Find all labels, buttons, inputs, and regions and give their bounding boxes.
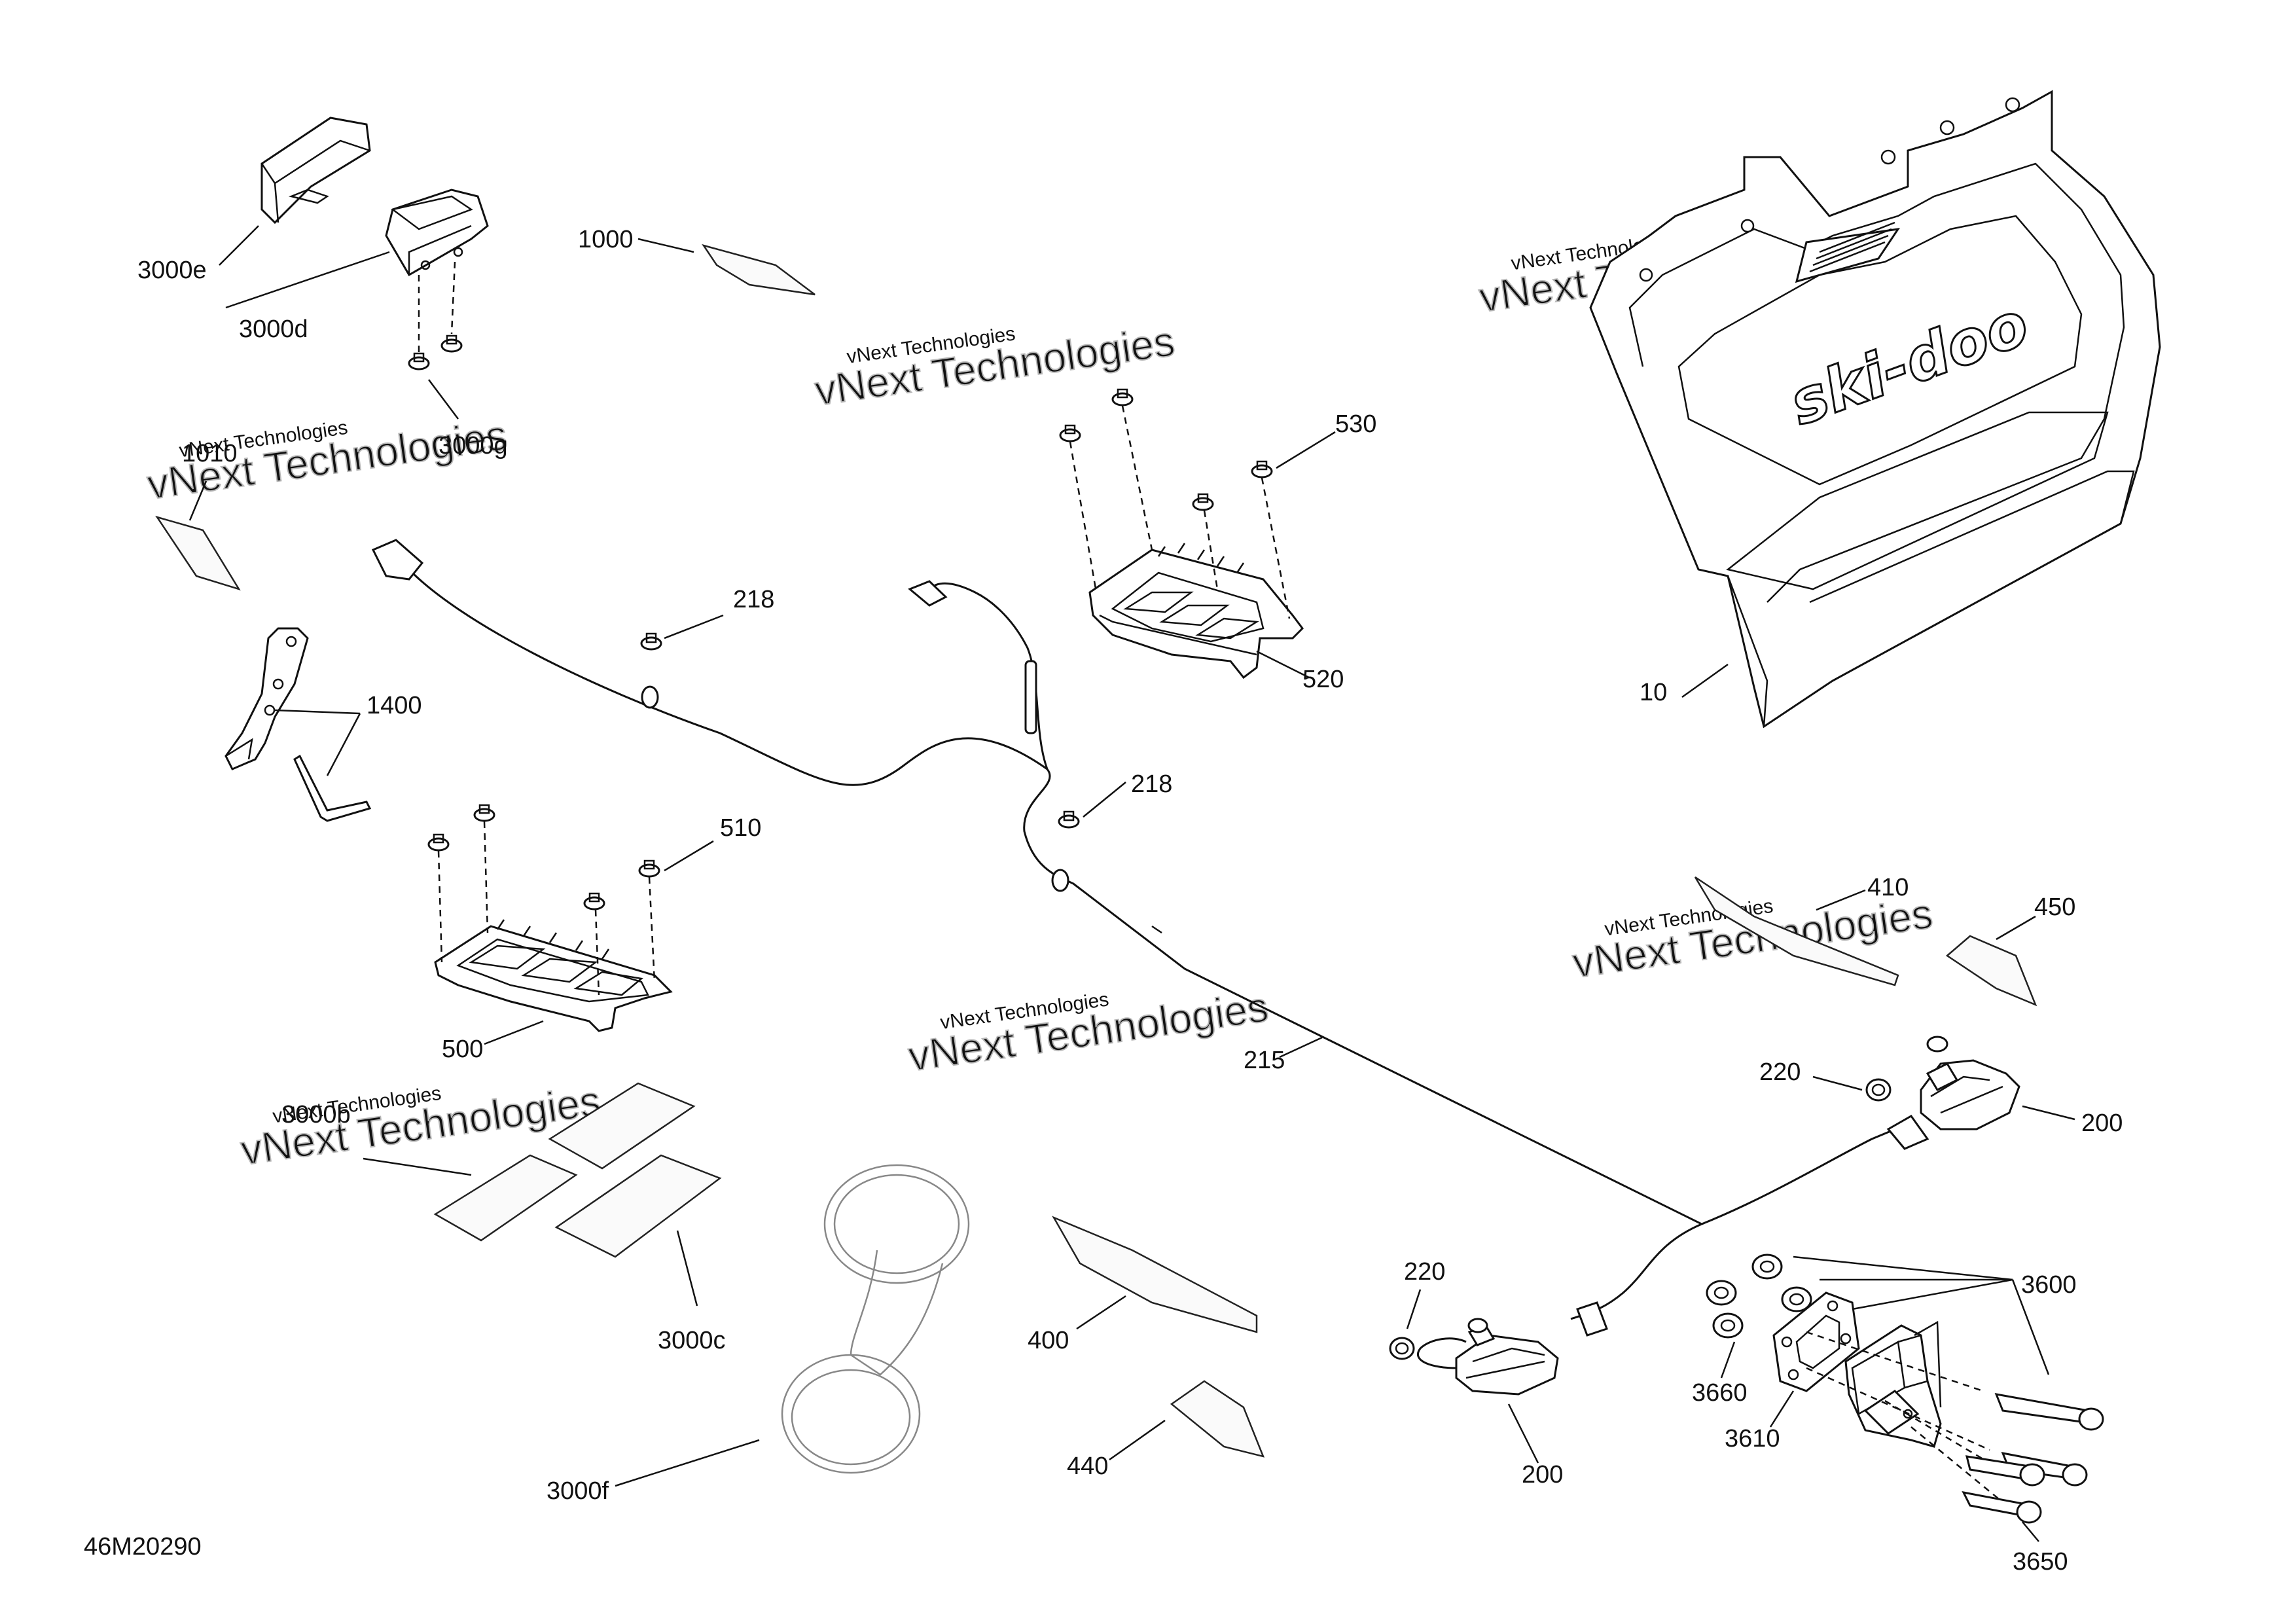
part-220-bushing[interactable] <box>1865 1078 1892 1102</box>
part-10-front-cover[interactable]: ski-doo <box>1589 90 2161 729</box>
part-200-light-right[interactable] <box>1920 1036 2020 1130</box>
part-1000-decal[interactable] <box>702 244 816 296</box>
part-440-decal[interactable] <box>1170 1380 1265 1458</box>
callout-3000c[interactable]: 3000c <box>658 1327 726 1354</box>
callout-10[interactable]: 10 <box>1640 679 1667 706</box>
callout-3000g[interactable]: 3000g <box>439 432 508 460</box>
part-3000f-ball-hitch[interactable] <box>781 1164 970 1474</box>
part-1400-tool-kit[interactable] <box>224 627 372 822</box>
callout-3600[interactable]: 3600 <box>2021 1271 2077 1299</box>
part-200-light-left[interactable] <box>1417 1318 1559 1396</box>
callout-218[interactable]: 218 <box>733 586 774 613</box>
callout-520[interactable]: 520 <box>1302 666 1344 693</box>
callout-1000[interactable]: 1000 <box>578 226 634 253</box>
callout-1400[interactable]: 1400 <box>367 692 422 719</box>
part-3000g-screws[interactable] <box>408 261 463 370</box>
figure-code: 46M20290 <box>84 1533 202 1561</box>
part-510-screws[interactable] <box>427 804 660 996</box>
part-220-bushing[interactable] <box>1389 1337 1415 1360</box>
callout-510[interactable]: 510 <box>720 814 761 842</box>
callout-220[interactable]: 220 <box>1759 1058 1801 1086</box>
part-500-mounting-plate[interactable] <box>434 919 673 1032</box>
callout-3650[interactable]: 3650 <box>2013 1548 2068 1576</box>
callout-218[interactable]: 218 <box>1131 770 1172 798</box>
leader-lines <box>188 225 2075 1542</box>
callout-3000b[interactable]: 3000b <box>281 1101 351 1128</box>
part-400-decal[interactable] <box>1052 1216 1258 1333</box>
part-215-wiring-harness[interactable] <box>371 539 1929 1337</box>
callout-3000e[interactable]: 3000e <box>137 257 207 284</box>
callout-410[interactable]: 410 <box>1867 874 1909 901</box>
part-3610-backing-plate[interactable] <box>1772 1291 1860 1392</box>
callout-500[interactable]: 500 <box>442 1036 483 1063</box>
part-3000b-pads[interactable] <box>433 1082 696 1242</box>
part-218-grommet[interactable] <box>1058 810 1080 829</box>
part-3650-receiver-tube[interactable] <box>1806 1320 2003 1503</box>
callout-3610[interactable]: 3610 <box>1725 1425 1780 1453</box>
part-450-decal[interactable] <box>1945 935 2037 1007</box>
callout-220[interactable]: 220 <box>1404 1258 1445 1286</box>
callout-215[interactable]: 215 <box>1244 1047 1285 1074</box>
callout-440[interactable]: 440 <box>1067 1453 1108 1480</box>
callout-3000d[interactable]: 3000d <box>239 316 308 343</box>
callout-3000f[interactable]: 3000f <box>547 1477 609 1505</box>
callout-1010[interactable]: 1010 <box>182 440 238 467</box>
callout-200[interactable]: 200 <box>2081 1110 2123 1137</box>
part-3000d-hitch-bracket[interactable] <box>385 189 489 277</box>
callout-450[interactable]: 450 <box>2034 893 2075 921</box>
part-1010-decal[interactable] <box>155 515 241 591</box>
part-3000e-hitch-cover[interactable] <box>260 117 371 225</box>
callout-400[interactable]: 400 <box>1028 1327 1069 1354</box>
part-3600-bolts[interactable] <box>1962 1393 2104 1524</box>
callout-3660[interactable]: 3660 <box>1692 1379 1748 1407</box>
callout-530[interactable]: 530 <box>1335 410 1376 438</box>
part-3000c-pad[interactable] <box>554 1154 722 1258</box>
callout-labels: 3000e 3000d 3000g 1000 1010 1400 218 218… <box>137 226 2123 1576</box>
part-410-decal[interactable] <box>1694 876 1899 986</box>
part-218-grommet[interactable] <box>640 632 662 651</box>
callout-200[interactable]: 200 <box>1522 1461 1563 1489</box>
part-520-mounting-plate[interactable] <box>1088 543 1304 679</box>
part-3660-nuts[interactable] <box>1706 1254 1812 1339</box>
part-530-screws[interactable] <box>1059 388 1291 619</box>
